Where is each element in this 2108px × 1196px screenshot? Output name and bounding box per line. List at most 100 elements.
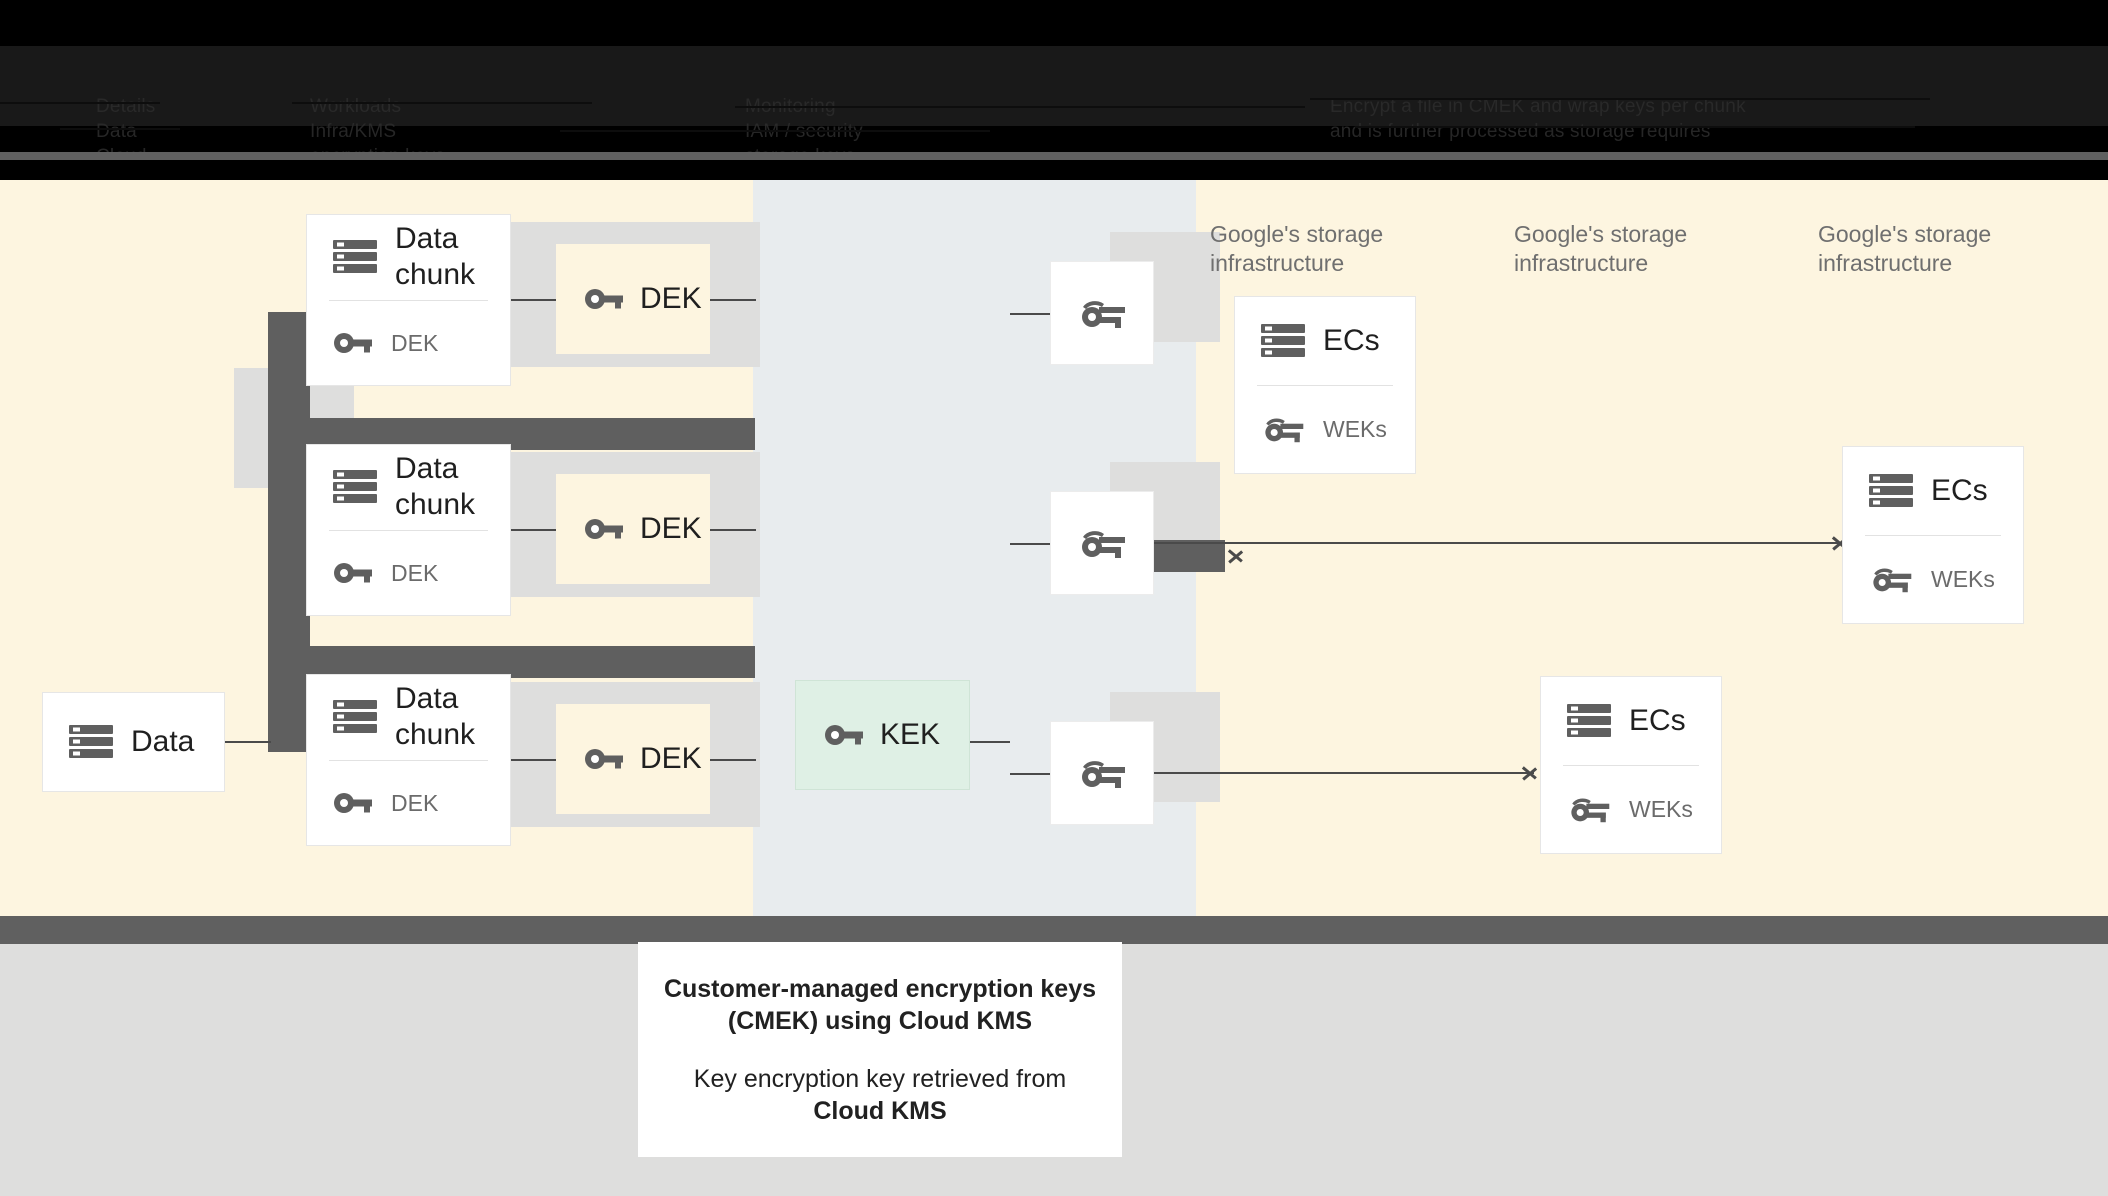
banner-text: and is further processed as storage requ… bbox=[1330, 121, 1711, 142]
connector-to-ecs-bottom bbox=[1154, 772, 1534, 774]
connector-chunk-dek bbox=[511, 529, 556, 531]
data-chunk-title: Data chunk bbox=[395, 682, 476, 752]
key-icon bbox=[584, 287, 624, 311]
banner-text: Details bbox=[96, 96, 156, 117]
ecs-card[interactable]: ECs WEKs bbox=[1234, 296, 1416, 474]
wrapped-key-card[interactable] bbox=[1050, 261, 1154, 365]
dek-chip-label: DEK bbox=[640, 282, 702, 315]
caption-box: Customer-managed encryption keys (CMEK) … bbox=[638, 942, 1122, 1157]
footer-top-rule bbox=[0, 916, 2108, 944]
card-divider bbox=[329, 759, 488, 761]
ecs-card[interactable]: ECs WEKs bbox=[1540, 676, 1722, 854]
key-icon bbox=[333, 561, 373, 585]
redaction-bar bbox=[735, 106, 1305, 108]
connector-to-ecs-mid bbox=[1154, 542, 1844, 544]
connector-dek-out bbox=[710, 759, 756, 761]
connector-to-wrapped-key bbox=[1010, 773, 1050, 775]
key-icon bbox=[584, 747, 624, 771]
connector-to-wrapped-key bbox=[1010, 313, 1050, 315]
card-divider bbox=[329, 529, 488, 531]
banner-text: Data bbox=[96, 121, 137, 142]
server-icon bbox=[1869, 473, 1913, 509]
key-icon bbox=[333, 331, 373, 355]
wrapped-key-icon bbox=[1078, 756, 1126, 790]
kek-chip-label: KEK bbox=[880, 718, 941, 751]
server-icon bbox=[333, 469, 377, 505]
footer: Customer-managed encryption keys (CMEK) … bbox=[0, 916, 2108, 1196]
fork-spine bbox=[268, 312, 310, 752]
infra-label: Google's storage infrastructure bbox=[1818, 221, 1992, 276]
infra-label: Google's storage infrastructure bbox=[1514, 221, 1688, 276]
top-banner: Details Data Cloud Workloads Infra/KMS e… bbox=[0, 0, 2108, 160]
infra-label: Google's storage infrastructure bbox=[1210, 221, 1384, 276]
wrapped-key-icon bbox=[1078, 296, 1126, 330]
dek-chip[interactable]: DEK bbox=[556, 244, 710, 354]
key-icon bbox=[824, 723, 864, 747]
redaction-bar bbox=[1355, 126, 1915, 128]
caption-line-1: Customer-managed encryption keys bbox=[663, 974, 1097, 1003]
wrapped-key-card[interactable] bbox=[1050, 491, 1154, 595]
card-divider bbox=[329, 299, 488, 301]
connector-chunk-dek bbox=[511, 299, 556, 301]
data-chunk-card[interactable]: Data chunk DEK bbox=[306, 674, 511, 846]
server-icon bbox=[1567, 703, 1611, 739]
arrow-head-top bbox=[1229, 547, 1243, 565]
caption-line-4: Cloud KMS bbox=[813, 1096, 947, 1125]
redaction-bar bbox=[560, 130, 990, 132]
redaction-bar bbox=[0, 102, 160, 104]
banner-text-strip: Details Data Cloud Workloads Infra/KMS e… bbox=[0, 46, 2108, 160]
fork-branch bbox=[268, 646, 755, 678]
data-card-title: Data bbox=[131, 725, 195, 758]
caption-line-2: (CMEK) using Cloud KMS bbox=[727, 1006, 1033, 1035]
data-chunk-title: Data chunk bbox=[395, 222, 476, 292]
ecs-card-title: ECs bbox=[1629, 703, 1686, 737]
arrow-head-bottom bbox=[1523, 764, 1537, 782]
card-divider bbox=[1865, 534, 2001, 536]
ecs-card-key-label: WEKs bbox=[1931, 566, 1995, 593]
wrapped-key-icon bbox=[1078, 526, 1126, 560]
connector-kek-out bbox=[970, 741, 1010, 743]
connector-dek-out bbox=[710, 529, 756, 531]
data-chunk-key-label: DEK bbox=[391, 329, 439, 356]
server-icon bbox=[333, 239, 377, 275]
data-chunk-card[interactable]: Data chunk DEK bbox=[306, 444, 511, 616]
wrapped-key-icon bbox=[1261, 414, 1305, 444]
ecs-card-key-label: WEKs bbox=[1629, 796, 1693, 823]
banner-text: Encrypt a file in CMEK and wrap keys per… bbox=[1330, 96, 1746, 117]
banner-bottom-rule bbox=[0, 152, 2108, 160]
card-divider bbox=[1563, 764, 1699, 766]
banner-text: Infra/KMS bbox=[310, 121, 397, 142]
dek-chip-label: DEK bbox=[640, 512, 702, 545]
caption-line-3: Key encryption key retrieved from bbox=[693, 1064, 1067, 1093]
dek-chip-label: DEK bbox=[640, 742, 702, 775]
wrapped-key-card[interactable] bbox=[1050, 721, 1154, 825]
card-divider bbox=[1257, 384, 1393, 386]
connector-dek-out bbox=[710, 299, 756, 301]
connector-data-to-fork bbox=[225, 741, 271, 743]
data-chunk-title: Data chunk bbox=[395, 452, 476, 522]
diagram-stage: Data Data chunk bbox=[0, 180, 2108, 916]
redaction-bar bbox=[1310, 98, 1930, 100]
ecs-card[interactable]: ECs WEKs bbox=[1842, 446, 2024, 624]
dek-chip[interactable]: DEK bbox=[556, 704, 710, 814]
key-icon bbox=[333, 791, 373, 815]
kek-chip[interactable]: KEK bbox=[795, 680, 970, 790]
connector-chunk-dek bbox=[511, 759, 556, 761]
dek-chip[interactable]: DEK bbox=[556, 474, 710, 584]
key-icon bbox=[584, 517, 624, 541]
data-chunk-card[interactable]: Data chunk DEK bbox=[306, 214, 511, 386]
redaction-bar bbox=[60, 128, 180, 130]
server-icon bbox=[333, 699, 377, 735]
server-icon bbox=[1261, 323, 1305, 359]
data-chunk-key-label: DEK bbox=[391, 789, 439, 816]
ecs-card-title: ECs bbox=[1323, 323, 1380, 357]
redaction-bar bbox=[292, 102, 592, 104]
ecs-card-key-label: WEKs bbox=[1323, 416, 1387, 443]
data-card[interactable]: Data bbox=[42, 692, 225, 792]
ecs-card-title: ECs bbox=[1931, 473, 1988, 507]
wrapped-key-icon bbox=[1567, 794, 1611, 824]
server-icon bbox=[69, 724, 113, 760]
connector-to-wrapped-key bbox=[1010, 543, 1050, 545]
wrapped-key-icon bbox=[1869, 564, 1913, 594]
